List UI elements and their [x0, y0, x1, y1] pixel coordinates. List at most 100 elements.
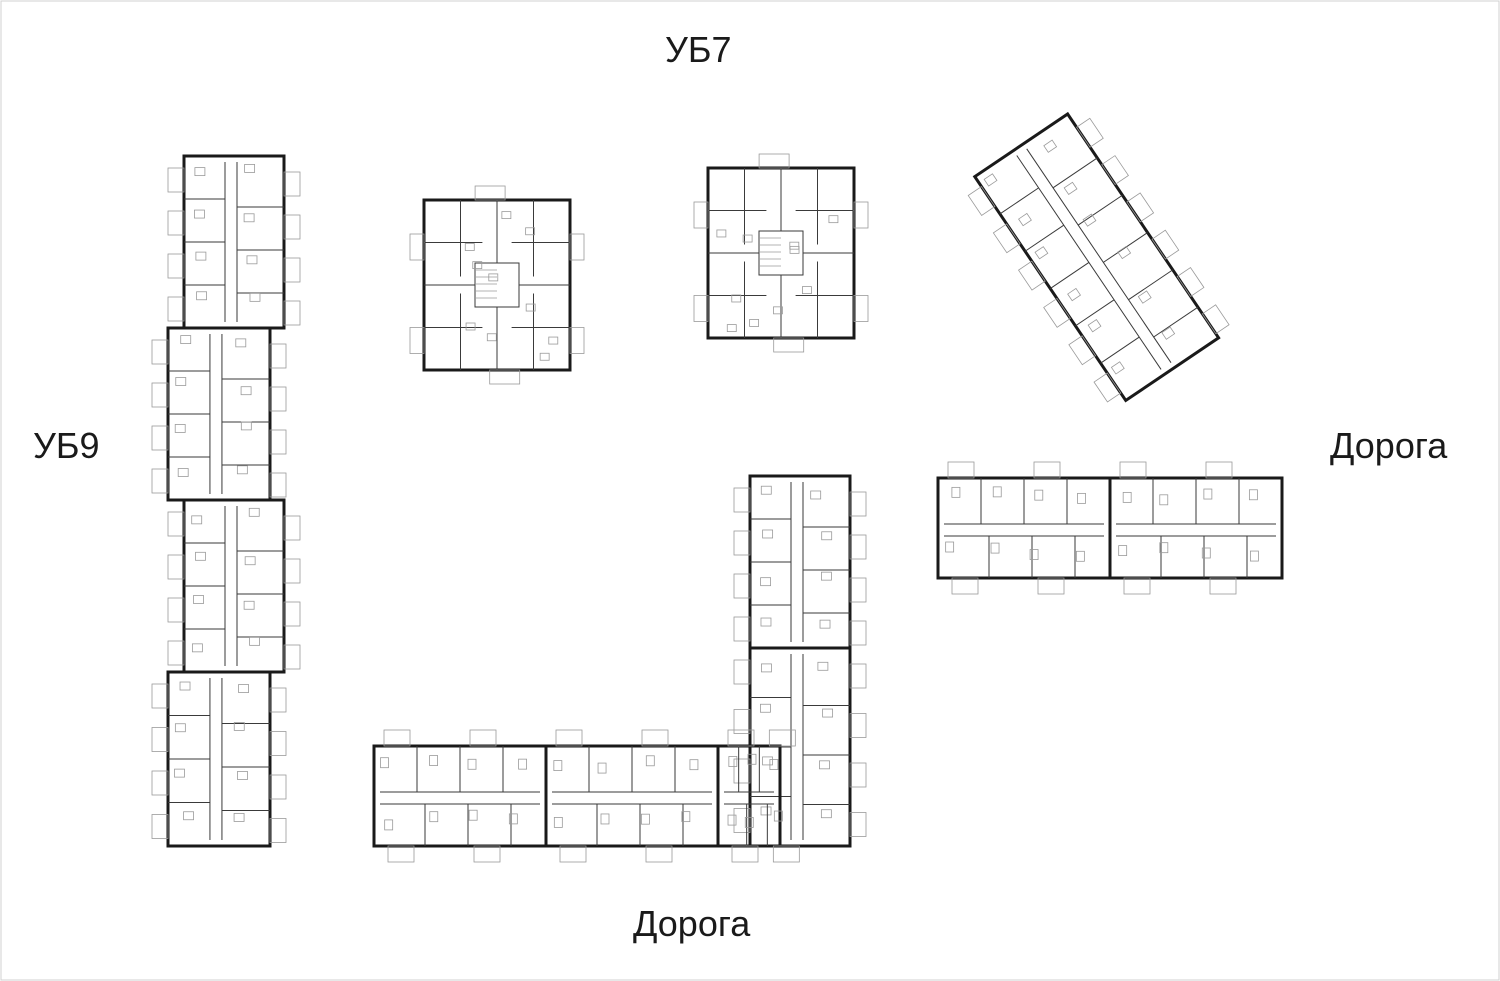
fixture [468, 809, 478, 821]
fixture [821, 571, 832, 581]
balcony [387, 845, 415, 863]
balcony [853, 201, 869, 229]
balcony [772, 845, 800, 863]
fixture [553, 816, 563, 828]
balcony [1205, 461, 1233, 479]
fixture [822, 708, 834, 718]
fixture [1201, 547, 1211, 559]
fixture [486, 333, 497, 342]
room-partition [1077, 194, 1123, 226]
balcony [641, 729, 669, 747]
fixture [243, 600, 255, 610]
balcony [269, 687, 287, 713]
balcony [283, 214, 301, 240]
fixture [384, 819, 394, 831]
block-west-section-3 [167, 498, 301, 674]
balcony [383, 729, 411, 747]
block-west-section-2 [151, 326, 287, 502]
fixture [1137, 290, 1152, 304]
fixture [244, 164, 256, 173]
balcony [469, 729, 497, 747]
balcony [731, 845, 759, 863]
fixture [1077, 492, 1086, 504]
fixture [1018, 212, 1032, 227]
balcony [151, 382, 169, 408]
fixture [465, 322, 476, 331]
block-west-section-1 [167, 154, 301, 330]
block-north-a [409, 185, 585, 385]
room-partition [1128, 269, 1174, 301]
balcony [768, 729, 796, 747]
fixture [175, 377, 187, 386]
fixture [983, 173, 998, 187]
fixture [196, 291, 207, 301]
label-road-east: Дорога [1330, 425, 1448, 466]
balcony [269, 774, 287, 800]
fixture [789, 241, 800, 250]
room-partition [1024, 224, 1065, 252]
balcony [1151, 229, 1180, 260]
balcony [645, 845, 673, 863]
block-north-b [693, 153, 869, 353]
room-partition [999, 187, 1039, 215]
fixture [191, 515, 203, 525]
fixture [773, 810, 783, 822]
fixture [762, 756, 773, 766]
fixture [539, 352, 550, 361]
balcony [733, 758, 751, 784]
balcony [269, 429, 287, 455]
building-blocks [151, 111, 1284, 863]
fixture [553, 760, 563, 771]
fixture [1034, 246, 1049, 260]
balcony [727, 729, 755, 747]
balcony [283, 644, 301, 670]
balcony [555, 729, 583, 747]
fixture [760, 806, 772, 816]
fixture [1159, 494, 1169, 506]
balcony [733, 616, 751, 642]
fixture [990, 542, 1000, 554]
fixture [1118, 545, 1128, 556]
fixture [508, 813, 518, 825]
balcony [283, 515, 301, 541]
fixture [760, 577, 771, 587]
fixture [238, 684, 249, 693]
balcony [1033, 461, 1061, 479]
fixture [180, 335, 192, 344]
fixture [1063, 181, 1078, 196]
room-partition [1049, 262, 1090, 289]
fixture [716, 229, 727, 238]
fixture [464, 243, 475, 251]
fixture [429, 755, 438, 766]
fixture [246, 255, 258, 265]
fixture [1110, 361, 1125, 375]
balcony [947, 461, 975, 479]
balcony [733, 530, 751, 556]
balcony [733, 709, 751, 734]
fixture [760, 703, 771, 713]
balcony [167, 554, 185, 580]
corridor-wall [1026, 148, 1172, 363]
balcony [151, 814, 169, 839]
fixture [1043, 139, 1058, 153]
fixture [525, 303, 536, 312]
fixture [597, 762, 607, 774]
fixture [236, 465, 248, 475]
fixture [802, 286, 812, 294]
fixture [1159, 542, 1169, 554]
fixture [194, 167, 206, 177]
fixture [1248, 489, 1258, 501]
fixture [645, 755, 655, 767]
balcony [269, 818, 287, 843]
fixture [749, 319, 760, 327]
fixture [193, 595, 204, 604]
fixture [518, 758, 527, 770]
fixture [761, 663, 772, 673]
fixture [472, 261, 483, 270]
fixture [488, 273, 499, 282]
balcony [269, 386, 287, 412]
balcony [167, 296, 185, 322]
balcony [849, 762, 867, 788]
balcony [151, 770, 169, 796]
